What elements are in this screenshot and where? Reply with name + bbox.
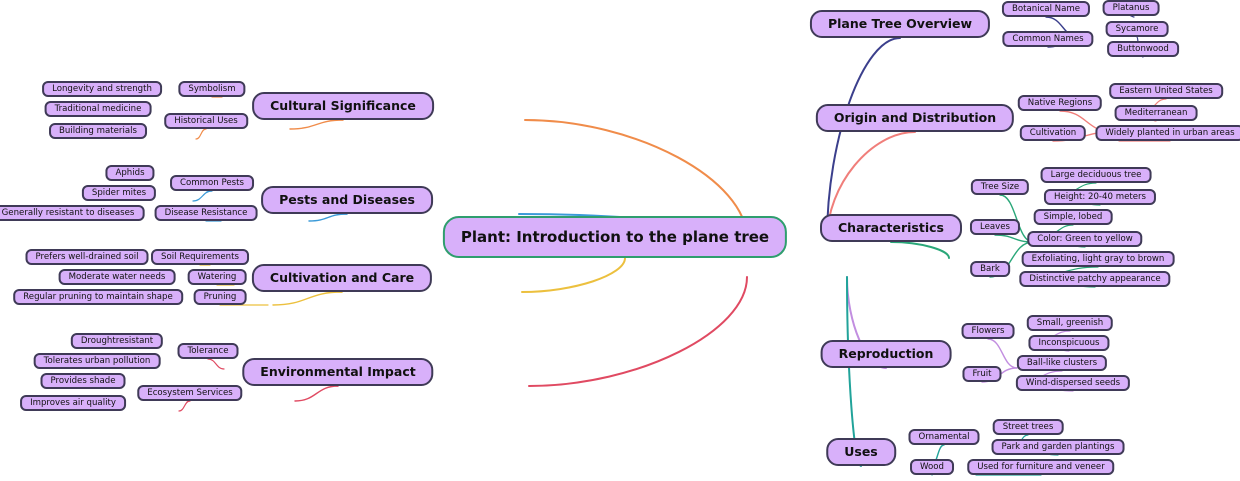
leaf-widely-planted-urban[interactable]: Widely planted in urban areas [1095,125,1240,141]
leaf-street-trees[interactable]: Street trees [992,419,1064,435]
sub-pruning[interactable]: Pruning [193,289,247,305]
leaf-moderate-water[interactable]: Moderate water needs [58,269,176,285]
link-sub-leaf-0-0-0 [1130,15,1135,18]
leaf-patchy-appearance[interactable]: Distinctive patchy appearance [1019,271,1171,287]
leaf-buttonwood[interactable]: Buttonwood [1107,41,1179,57]
link-root-branch-0 [826,37,901,240]
link-sub-leaf-8-0-1 [207,358,225,370]
leaf-provides-shade[interactable]: Provides shade [40,373,126,389]
link-root-branch-8 [528,276,748,387]
sub-ornamental[interactable]: Ornamental [908,429,980,445]
leaf-spider-mites[interactable]: Spider mites [81,185,157,201]
leaf-well-drained-soil[interactable]: Prefers well-drained soil [25,249,149,265]
link-branch-sub-6-1 [308,213,348,222]
leaf-ball-clusters[interactable]: Ball-like clusters [1016,355,1108,371]
leaf-traditional-medicine[interactable]: Traditional medicine [44,101,152,117]
link-sub-leaf-6-0-1 [192,190,213,202]
leaf-aphids[interactable]: Aphids [105,165,155,181]
branch-origin-and-distribution[interactable]: Origin and Distribution [815,104,1015,132]
sub-ecosystem-services[interactable]: Ecosystem Services [137,385,243,401]
sub-symbolism[interactable]: Symbolism [178,81,246,97]
sub-fruit[interactable]: Fruit [962,366,1002,382]
leaf-mediterranean[interactable]: Mediterranean [1114,105,1198,121]
sub-flowers[interactable]: Flowers [961,323,1015,339]
leaf-inconspicuous[interactable]: Inconspicuous [1028,335,1110,351]
leaf-eastern-united-states[interactable]: Eastern United States [1109,83,1223,99]
leaf-furniture-veneer[interactable]: Used for furniture and veneer [967,459,1115,475]
sub-tree-size[interactable]: Tree Size [970,179,1030,195]
link-branch-sub-8-1 [294,385,339,402]
leaf-sycamore[interactable]: Sycamore [1105,21,1169,37]
leaf-longevity-strength[interactable]: Longevity and strength [42,81,162,97]
leaf-droughtresistant[interactable]: Droughtresistant [70,333,164,349]
sub-tolerance[interactable]: Tolerance [177,343,239,359]
sub-leaves[interactable]: Leaves [969,219,1021,235]
branch-cultural-significance[interactable]: Cultural Significance [252,92,434,120]
leaf-regular-pruning[interactable]: Regular pruning to maintain shape [13,289,183,305]
branch-plane-tree-overview[interactable]: Plane Tree Overview [809,10,991,38]
leaf-building-materials[interactable]: Building materials [49,123,147,139]
sub-soil-requirements[interactable]: Soil Requirements [151,249,249,265]
leaf-urban-pollution[interactable]: Tolerates urban pollution [33,353,161,369]
link-branch-sub-7-2 [272,291,343,306]
branch-pests-and-diseases[interactable]: Pests and Diseases [261,186,433,214]
link-root-branch-7 [521,257,626,293]
sub-botanical-name[interactable]: Botanical Name [1001,1,1091,17]
leaf-color-green-yellow[interactable]: Color: Green to yellow [1027,231,1143,247]
leaf-generally-resistant[interactable]: Generally resistant to diseases [0,205,145,221]
leaf-improves-air[interactable]: Improves air quality [20,395,126,411]
leaf-exfoliating[interactable]: Exfoliating, light gray to brown [1021,251,1175,267]
branch-cultivation-and-care[interactable]: Cultivation and Care [251,264,433,292]
sub-disease-resistance[interactable]: Disease Resistance [154,205,258,221]
sub-native-regions[interactable]: Native Regions [1017,95,1103,111]
root-node[interactable]: Plant: Introduction to the plane tree [442,216,788,258]
sub-wood[interactable]: Wood [910,459,954,475]
sub-historical-uses[interactable]: Historical Uses [164,113,248,129]
leaf-platanus[interactable]: Platanus [1102,0,1160,16]
leaf-height[interactable]: Height: 20-40 meters [1043,189,1157,205]
link-branch-sub-3-0 [987,338,1018,369]
leaf-wind-dispersed[interactable]: Wind-dispersed seeds [1015,375,1131,391]
branch-reproduction[interactable]: Reproduction [820,340,952,368]
leaf-simple-lobed[interactable]: Simple, lobed [1033,209,1113,225]
leaf-park-garden[interactable]: Park and garden plantings [991,439,1125,455]
sub-common-pests[interactable]: Common Pests [170,175,254,191]
branch-environmental-impact[interactable]: Environmental Impact [242,358,434,386]
branch-uses[interactable]: Uses [826,438,896,466]
branch-characteristics[interactable]: Characteristics [820,214,962,242]
leaf-large-deciduous[interactable]: Large deciduous tree [1040,167,1152,183]
link-branch-sub-5-1 [289,119,344,130]
sub-bark[interactable]: Bark [970,261,1010,277]
link-root-branch-2 [890,241,950,259]
link-sub-leaf-5-1-1 [195,128,207,140]
sub-cultivation[interactable]: Cultivation [1019,125,1087,141]
link-sub-leaf-8-1-1 [178,400,191,412]
leaf-small-greenish[interactable]: Small, greenish [1026,315,1114,331]
sub-common-names[interactable]: Common Names [1002,31,1094,47]
sub-watering[interactable]: Watering [187,269,247,285]
